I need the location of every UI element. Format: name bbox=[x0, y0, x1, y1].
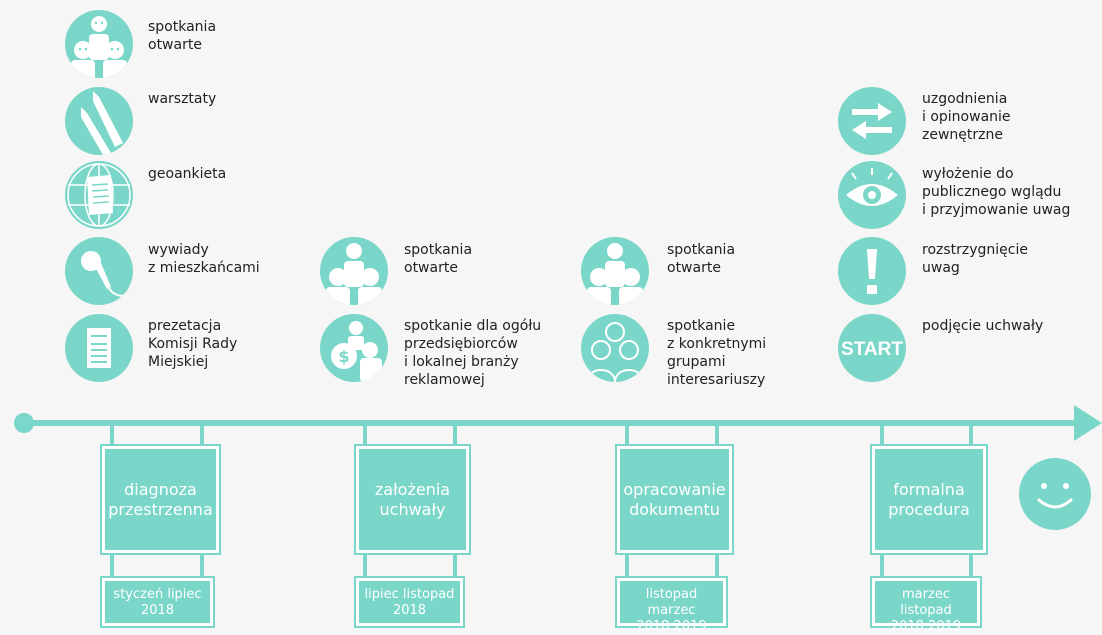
activity-label: spotkania otwarte bbox=[148, 19, 217, 53]
phase-dates: marzec listopad 2018 2019 bbox=[872, 578, 980, 634]
activity-label: uzgodnienia i opinowanie zewnętrzne bbox=[922, 91, 1011, 143]
group-people-icon bbox=[581, 237, 649, 305]
phase-box: formalna procedura bbox=[872, 446, 986, 553]
activity-label: geoankieta bbox=[148, 166, 227, 182]
exclamation-icon bbox=[838, 237, 906, 305]
activity-label: wyłożenie do publicznego wglądu i przyjm… bbox=[922, 166, 1071, 218]
arrows-exchange-icon bbox=[838, 87, 906, 155]
money-people-icon: $ bbox=[320, 314, 388, 382]
globe-document-icon bbox=[65, 161, 133, 229]
pencils-icon bbox=[65, 87, 133, 155]
timeline-line bbox=[24, 420, 1080, 426]
stakeholders-icon bbox=[581, 314, 649, 382]
activity-label: wywiady z mieszkańcami bbox=[148, 242, 260, 276]
microphone-icon bbox=[65, 237, 133, 305]
group-people-icon bbox=[320, 237, 388, 305]
group-people-icon bbox=[65, 10, 133, 78]
svg-text:$: $ bbox=[338, 347, 349, 366]
activity-label: rozstrzygnięcie uwag bbox=[922, 242, 1028, 276]
activity-label: podjęcie uchwały bbox=[922, 318, 1044, 334]
timeline-arrow-icon bbox=[1074, 405, 1102, 441]
phase-box: opracowanie dokumentu bbox=[617, 446, 732, 553]
activity-label: spotkania otwarte bbox=[404, 242, 473, 276]
phase-box: założenia uchwały bbox=[356, 446, 469, 553]
phase-dates: styczeń lipiec 2018 bbox=[102, 578, 213, 626]
activity-label: warsztaty bbox=[148, 91, 217, 107]
activity-label: spotkania otwarte bbox=[667, 242, 736, 276]
eye-icon bbox=[838, 161, 906, 229]
activity-label: spotkanie dla ogółu przedsiębiorców i lo… bbox=[404, 318, 542, 388]
phase-box: diagnoza przestrzenna bbox=[102, 446, 219, 553]
activity-label: spotkanie z konkretnymi grupami interesa… bbox=[667, 318, 767, 388]
activity-label: prezetacja Komisji Rady Miejskiej bbox=[148, 318, 238, 370]
start-icon-text: START bbox=[841, 339, 903, 360]
phase-dates: listopad marzec 2018 2019 bbox=[617, 578, 726, 634]
document-icon bbox=[65, 314, 133, 382]
start-icon: START bbox=[838, 314, 906, 382]
phase-dates: lipiec listopad 2018 bbox=[356, 578, 463, 626]
smiley-icon bbox=[1019, 458, 1091, 530]
